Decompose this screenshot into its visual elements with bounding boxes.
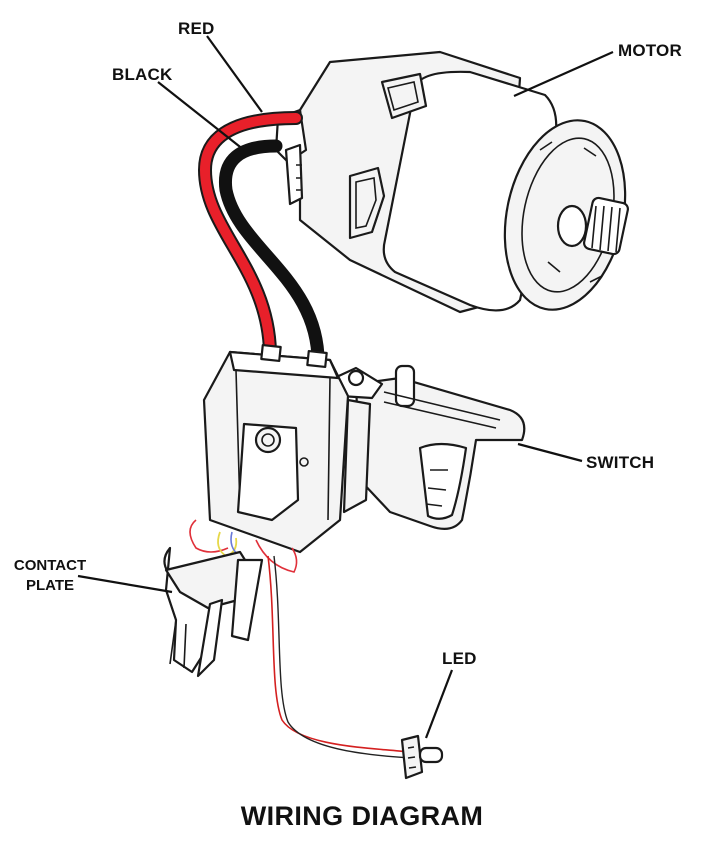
led-wire-icon [267,555,411,759]
label-red: RED [178,19,215,38]
led-icon [400,734,444,780]
label-motor: MOTOR [618,41,682,60]
label-contact-plate-line2: PLATE [26,577,74,594]
leader-lines [77,35,614,739]
motor-icon [274,50,629,314]
label-led: LED [442,649,477,668]
label-black: BLACK [112,65,173,84]
label-contact-plate-line1: CONTACT [14,557,86,574]
label-switch: SWITCH [586,453,654,472]
red-wire-icon [197,111,303,359]
switch-icon [202,343,526,554]
black-wire-icon [218,139,325,375]
diagram-title: WIRING DIAGRAM [241,801,484,831]
contact-plate-icon [163,519,298,678]
